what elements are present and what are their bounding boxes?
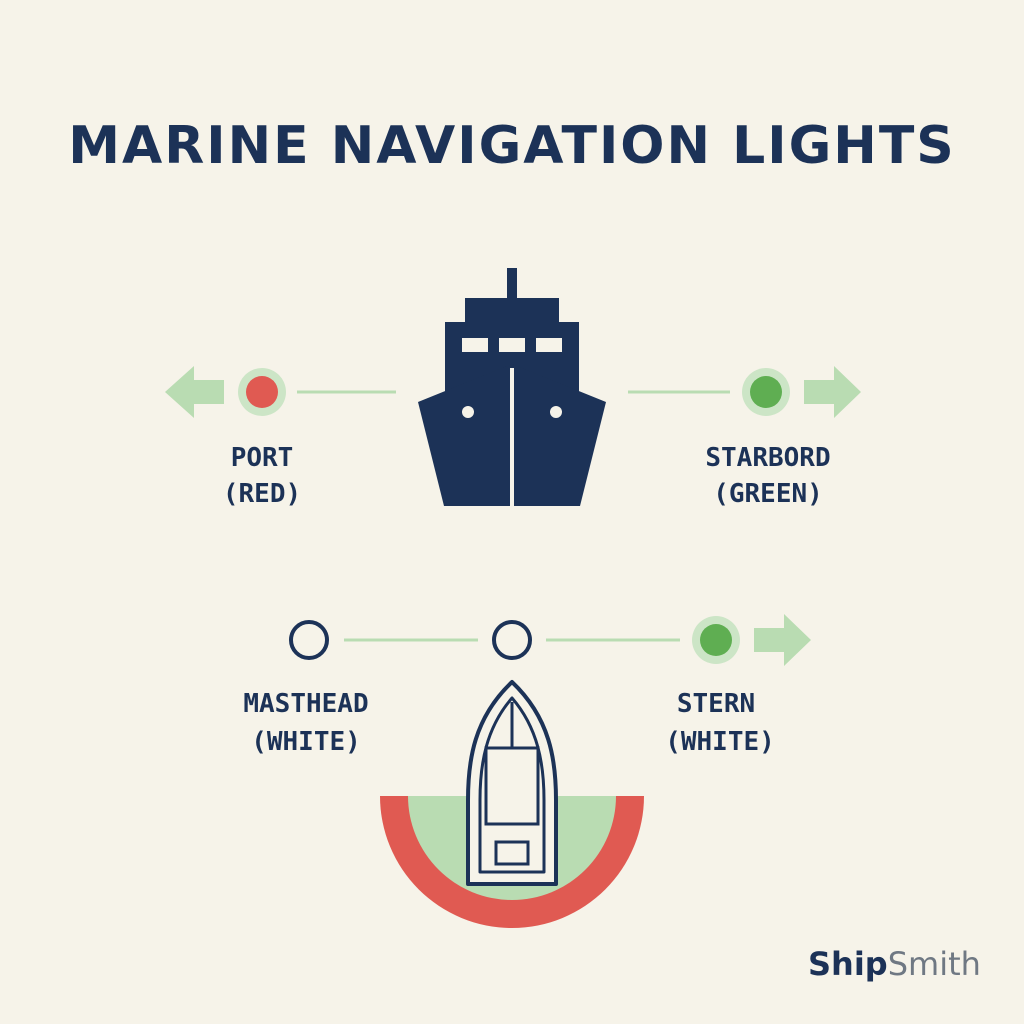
stern-arrow-icon [754, 614, 811, 666]
brand-logo: ShipSmith [808, 945, 981, 983]
boat-top-view-icon [466, 680, 558, 886]
port-arrow-icon [165, 366, 224, 418]
starboard-color-label: (GREEN) [713, 479, 823, 509]
starboard-light [742, 368, 790, 416]
ship-front-icon [418, 268, 606, 506]
starboard-arrow-icon [804, 366, 861, 418]
brand-part-smith: Smith [888, 945, 981, 983]
stern-label: STERN [677, 689, 755, 719]
masthead-color-label: (WHITE) [251, 727, 361, 757]
page-title: MARINE NAVIGATION LIGHTS [68, 116, 956, 176]
port-color-label: (RED) [223, 479, 301, 509]
masthead-light [289, 620, 329, 660]
starboard-label: STARBORD [705, 443, 830, 473]
port-light [238, 368, 286, 416]
masthead-label: MASTHEAD [243, 689, 368, 719]
center-light [492, 620, 532, 660]
stern-light [692, 616, 740, 664]
brand-part-ship: Ship [808, 945, 888, 983]
port-label: PORT [231, 443, 294, 473]
stern-color-label: (WHITE) [665, 727, 775, 757]
